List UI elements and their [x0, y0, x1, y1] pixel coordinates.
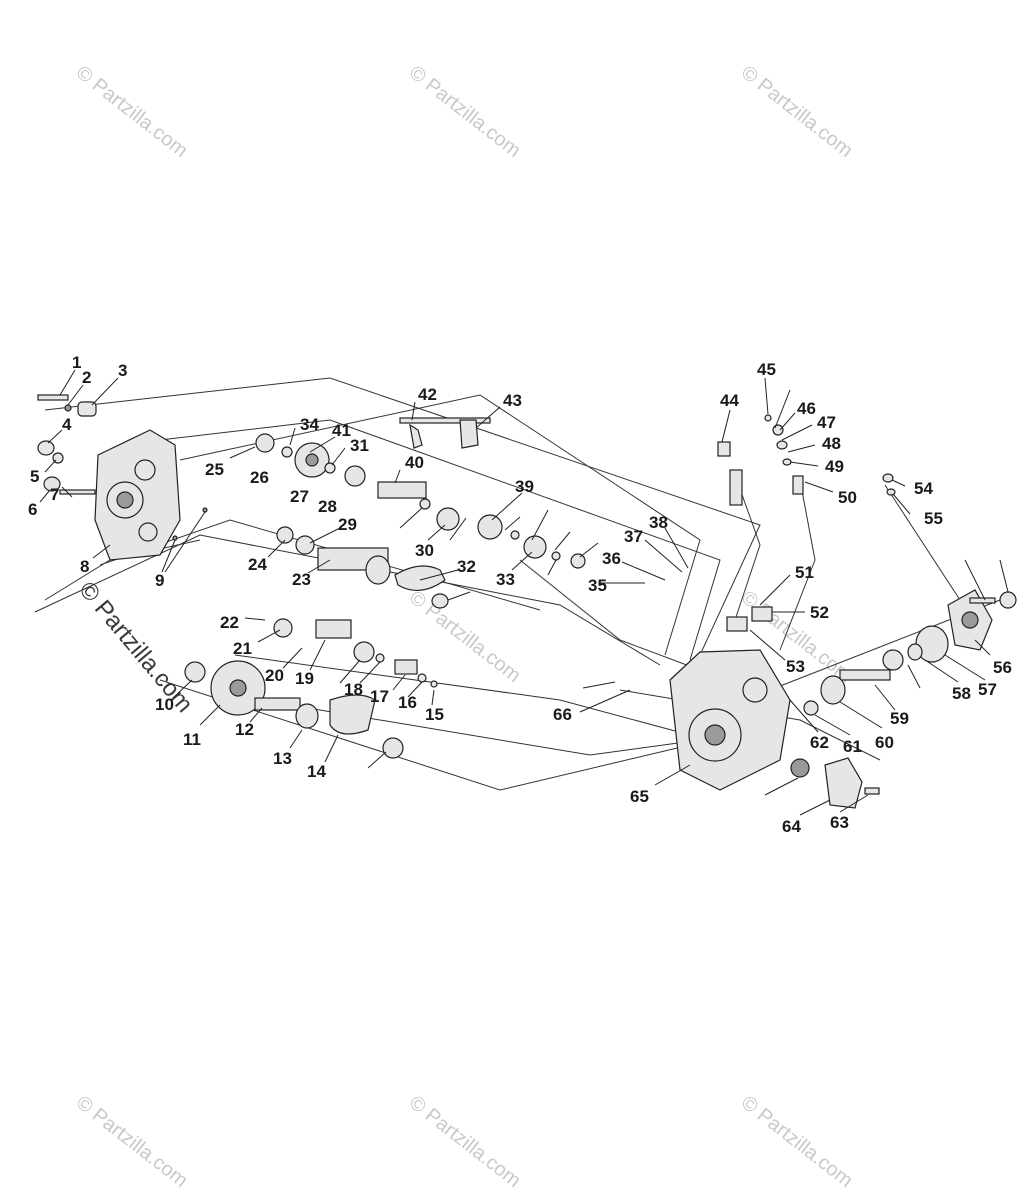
callout-1: 1	[72, 353, 81, 372]
callout-28: 28	[318, 497, 337, 516]
callout-56: 56	[993, 658, 1012, 677]
callout-27a: 27	[290, 487, 309, 506]
callout-30: 30	[415, 541, 434, 560]
callout-60: 60	[875, 733, 894, 752]
callout-52: 52	[810, 603, 829, 622]
callout-6: 6	[28, 500, 37, 519]
callout-57: 57	[978, 680, 997, 699]
callout-63: 63	[830, 813, 849, 832]
callout-3: 3	[118, 361, 127, 380]
callout-21: 21	[233, 639, 252, 658]
callout-12: 12	[235, 720, 254, 739]
callout-15: 15	[425, 705, 444, 724]
shift-forks	[399, 417, 491, 449]
leader-lines	[39, 369, 1009, 816]
callout-39: 39	[515, 477, 534, 496]
callout-45: 45	[757, 360, 776, 379]
right-case-half	[669, 649, 791, 791]
callout-36: 36	[602, 549, 621, 568]
callout-65: 65	[630, 787, 649, 806]
callout-41: 41	[332, 421, 351, 440]
callout-44: 44	[720, 391, 739, 410]
callout-38: 38	[649, 513, 668, 532]
callout-25a: 25	[205, 460, 224, 479]
callout-47: 47	[817, 413, 836, 432]
callout-33: 33	[496, 570, 515, 589]
callout-2: 2	[82, 368, 91, 387]
callout-9: 9	[155, 571, 164, 590]
callout-labels: 1 2 3 4 5 6 7 8 9 10 11 12 13 14 15 16 1…	[28, 353, 1012, 836]
callout-54: 54	[914, 479, 933, 498]
callout-8: 8	[80, 557, 89, 576]
watermark-main: © Partzilla.com	[73, 577, 198, 718]
middle-shaft-parts	[276, 526, 449, 609]
callout-43: 43	[503, 391, 522, 410]
callout-50: 50	[838, 488, 857, 507]
callout-40: 40	[405, 453, 424, 472]
callout-51: 51	[795, 563, 814, 582]
watermark-text: © Partzilla.com	[737, 62, 857, 162]
callout-16: 16	[398, 693, 417, 712]
callout-42: 42	[418, 385, 437, 404]
callout-61: 61	[843, 737, 862, 756]
callout-4: 4	[62, 415, 72, 434]
callout-13: 13	[273, 749, 292, 768]
callout-10a: 10	[155, 695, 174, 714]
callout-7: 7	[50, 485, 59, 504]
callout-34a: 34	[300, 415, 319, 434]
left-case-half	[94, 429, 181, 561]
watermark-text: © Partzilla.com	[737, 1092, 857, 1192]
callout-19: 19	[295, 669, 314, 688]
callout-46: 46	[797, 399, 816, 418]
callout-66: 66	[553, 705, 572, 724]
callout-32: 32	[457, 557, 476, 576]
callout-59: 59	[890, 709, 909, 728]
watermark-text: © Partzilla.com	[405, 1092, 525, 1192]
callout-35a: 35	[588, 576, 607, 595]
watermark-text: © Partzilla.com	[405, 62, 525, 162]
callout-5: 5	[30, 467, 39, 486]
callout-53: 53	[786, 657, 805, 676]
watermark-text: © Partzilla.com	[72, 1092, 192, 1192]
lower-shaft-parts	[184, 618, 438, 759]
callout-23: 23	[292, 570, 311, 589]
callout-64: 64	[782, 817, 801, 836]
callout-24a: 24	[248, 555, 267, 574]
callout-11: 11	[183, 730, 201, 749]
callout-14: 14	[307, 762, 326, 781]
callout-18: 18	[344, 680, 363, 699]
callout-58: 58	[952, 684, 971, 703]
callout-26a: 26	[250, 468, 269, 487]
right-upper-parts	[717, 414, 896, 632]
right-side-parts	[790, 589, 1017, 809]
callout-62: 62	[810, 733, 829, 752]
callout-31a: 31	[350, 436, 369, 455]
assembly-lines	[34, 377, 1001, 791]
callout-22: 22	[220, 613, 239, 632]
callout-37: 37	[624, 527, 643, 546]
watermark-text: © Partzilla.com	[72, 62, 192, 162]
watermark-text: © Partzilla.com	[405, 587, 525, 687]
callout-20a: 20	[265, 666, 284, 685]
callout-29: 29	[338, 515, 357, 534]
callout-48: 48	[822, 434, 841, 453]
upper-shaft-parts	[255, 433, 586, 569]
callout-49: 49	[825, 457, 844, 476]
callout-55: 55	[924, 509, 943, 528]
callout-17: 17	[370, 687, 389, 706]
